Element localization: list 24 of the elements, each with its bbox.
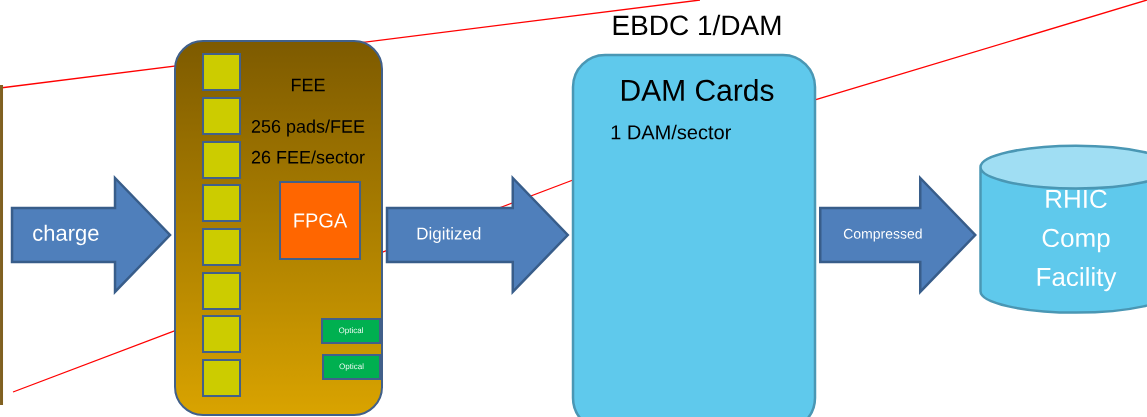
pad-square [202,272,241,310]
block-arrow [385,174,570,296]
pad-square [202,97,241,135]
port-box: Optical [321,318,381,344]
pad-square [202,53,241,91]
pad-square [202,315,241,353]
edge-label: Compressed [843,228,922,242]
box-text: FEE [292,78,325,92]
box-text: 1 DAM/sector [611,124,731,140]
database-cylinder: RHIC Comp Facility [979,144,1147,314]
pad-square [202,184,241,222]
block-arrow [10,174,172,296]
pad-square [202,359,241,397]
edge-label: charge [33,224,99,246]
port-box: Optical [322,354,381,380]
pad-square [202,228,241,266]
heading-text: EBDC 1/DAM [613,14,781,36]
edge-label: Digitized [417,227,481,243]
box-text: DAM Cards [621,79,774,101]
block-arrow [819,174,977,296]
box-text: 26 FEE/sector [251,150,365,164]
chip-box: FPGA [279,181,361,260]
box-text: 256 pads/FEE [251,119,365,137]
pad-square [202,141,241,179]
